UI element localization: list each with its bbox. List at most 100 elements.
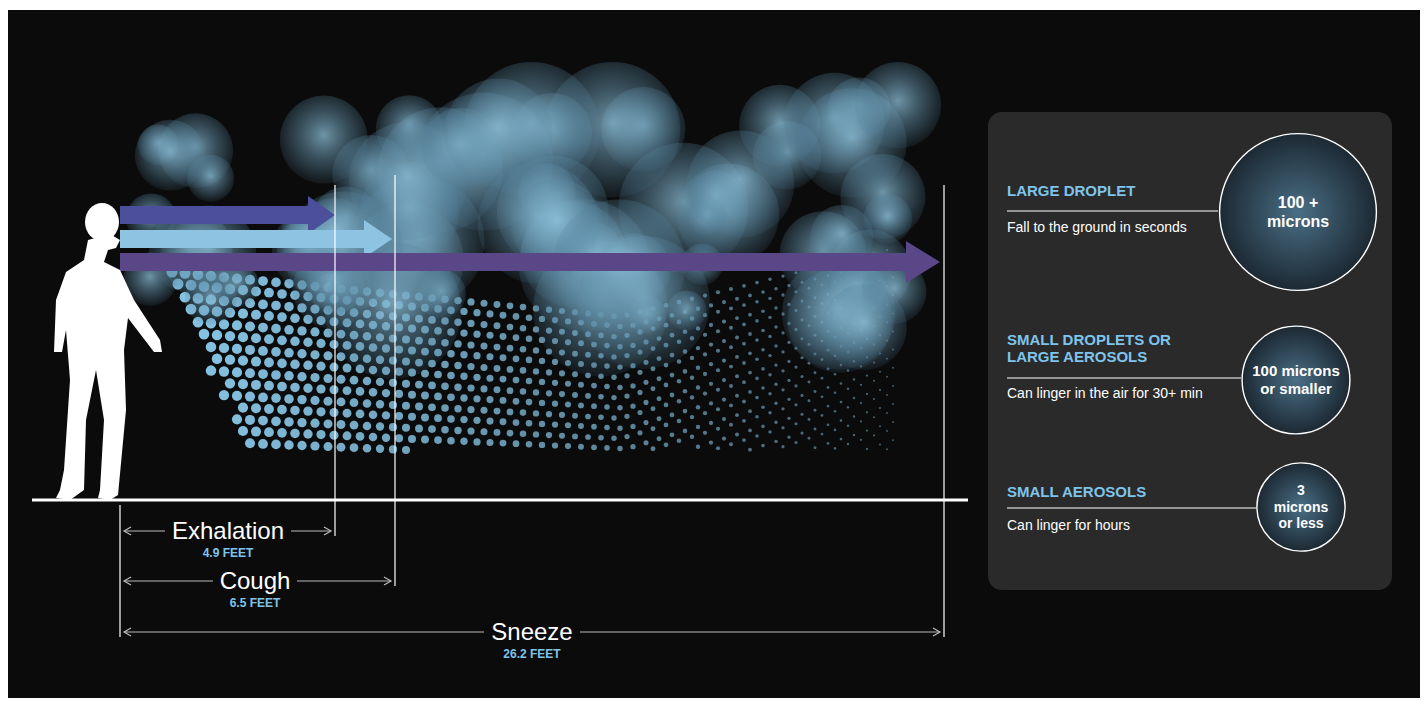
droplet-dot	[486, 310, 493, 317]
droplet-dot	[264, 404, 274, 414]
droplet-dot	[441, 383, 449, 391]
droplet-dot	[834, 391, 837, 394]
droplet-dot	[284, 417, 294, 427]
droplet-dot	[408, 435, 416, 443]
droplet-dot	[454, 362, 461, 369]
droplet-dot	[297, 372, 306, 381]
droplet-dot	[814, 371, 817, 374]
droplet-dot	[722, 359, 726, 363]
droplet-dot	[578, 423, 584, 429]
droplet-dot	[238, 426, 248, 436]
droplet-dot	[232, 344, 242, 354]
droplet-dot	[290, 337, 300, 347]
droplet-dot	[460, 394, 467, 401]
droplet-dot	[768, 373, 771, 376]
size-value: 3 microns or less	[1269, 482, 1333, 532]
droplet-dot	[473, 331, 480, 338]
droplet-dot	[677, 399, 682, 404]
droplet-dot	[350, 398, 359, 407]
droplet-dot	[794, 366, 797, 369]
droplet-dot	[408, 391, 416, 399]
droplet-dot	[526, 399, 533, 406]
droplet-dot	[690, 415, 694, 419]
droplet-dot	[480, 300, 487, 307]
droplet-dot	[238, 309, 248, 319]
droplet-dot	[774, 363, 777, 366]
droplet-dot	[389, 423, 397, 431]
droplet-dot	[415, 425, 423, 433]
droplet-dot	[310, 441, 319, 450]
droplet-dot	[376, 400, 384, 408]
droplet-dot	[794, 403, 797, 406]
droplet-dot	[382, 434, 390, 442]
droplet-dot	[742, 323, 746, 327]
droplet-dot	[533, 347, 539, 353]
size-circle: 100 microns or smaller	[1241, 325, 1351, 435]
droplet-dot	[729, 365, 733, 369]
droplet-dot	[722, 378, 726, 382]
droplet-dot	[310, 327, 319, 336]
droplet-dot	[690, 375, 694, 379]
droplet-dot	[578, 402, 584, 408]
droplet-dot	[755, 338, 759, 342]
leader-lines	[1007, 211, 1256, 508]
droplet-dot	[866, 374, 868, 376]
droplet-dot	[774, 402, 777, 405]
droplet-dot	[664, 423, 669, 428]
ground-line	[32, 499, 968, 502]
droplet-dot	[507, 324, 514, 331]
droplet-dot	[329, 408, 338, 417]
droplet-dot	[755, 434, 759, 438]
aerosol-bubble	[863, 194, 912, 243]
droplet-dot	[552, 442, 558, 448]
droplet-dot	[520, 430, 527, 437]
droplet-dot	[264, 311, 274, 321]
droplet-dot	[284, 440, 294, 450]
droplet-dot	[729, 306, 733, 310]
droplet-dot	[781, 274, 784, 277]
droplet-dot	[781, 369, 784, 372]
droplet-dot	[277, 359, 287, 369]
droplet-dot	[559, 370, 565, 376]
droplet-dot	[513, 440, 520, 447]
droplet-dot	[552, 380, 558, 386]
droplet-dot	[761, 290, 765, 294]
droplet-dot	[617, 385, 622, 390]
droplet-dot	[821, 395, 824, 398]
circle-shape	[1257, 463, 1345, 551]
droplet-dot	[473, 395, 480, 402]
droplet-dot	[199, 329, 210, 340]
droplet-dot	[546, 432, 552, 438]
droplet-dot	[886, 394, 888, 396]
distance-value: 4.9 FEET	[203, 547, 254, 561]
droplet-dot	[467, 320, 474, 327]
droplet-dot	[709, 362, 713, 366]
droplet-dot	[526, 357, 533, 364]
droplet-dot	[258, 276, 268, 286]
droplet-dot	[323, 374, 332, 383]
droplet-dot	[507, 366, 514, 373]
droplet-dot	[238, 332, 248, 342]
droplet-dot	[494, 322, 501, 329]
droplet-dot	[500, 333, 507, 340]
droplet-dot	[277, 289, 287, 299]
droplet-dot	[526, 420, 533, 427]
droplet-dot	[382, 389, 390, 397]
droplet-dot	[434, 371, 442, 379]
droplet-dot	[572, 371, 578, 377]
droplet-dot	[657, 416, 662, 421]
droplet-dot	[670, 413, 675, 418]
droplet-dot	[840, 401, 843, 404]
droplet-dot	[781, 293, 784, 296]
size-value: 100 microns or smaller	[1252, 362, 1340, 398]
droplet-dot	[408, 413, 416, 421]
droplet-dot	[290, 429, 300, 439]
droplet-dot	[722, 437, 726, 441]
droplet-dot	[886, 376, 888, 378]
droplet-dot	[316, 407, 325, 416]
droplet-dot	[520, 325, 527, 332]
droplet-dot	[781, 388, 784, 391]
droplet-dot	[356, 410, 365, 419]
droplet-dot	[507, 302, 514, 309]
droplet-dot	[847, 424, 849, 426]
